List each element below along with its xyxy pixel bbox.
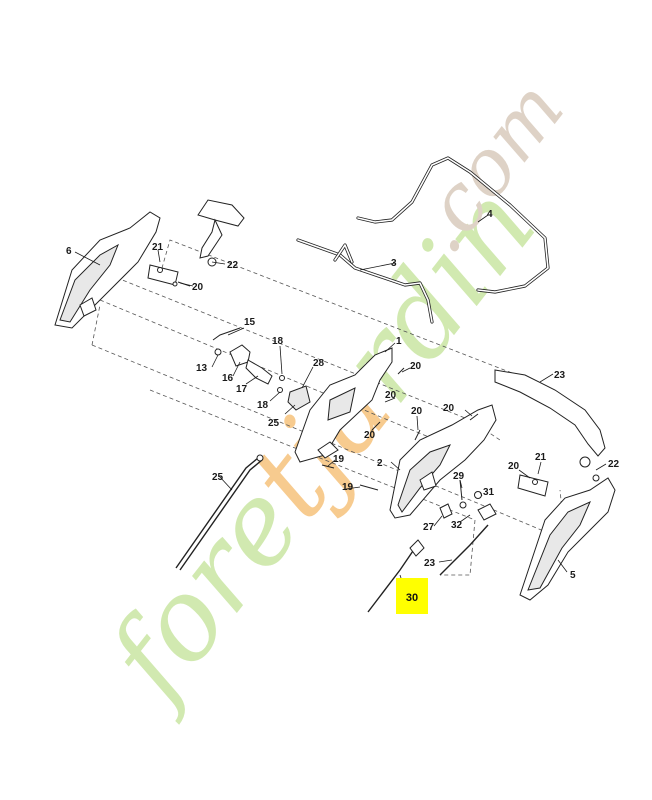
watermark-brand-text: foretjardin — [80, 162, 561, 727]
part-label-21: 21 — [152, 242, 164, 253]
highlight-label: 30 — [406, 592, 418, 604]
part-label-4: 4 — [487, 209, 493, 220]
part-label-23: 23 — [424, 558, 436, 569]
part-labels: 6 21 22 20 3 4 15 13 16 17 18 18 28 25 1… — [66, 209, 620, 581]
part-label-31: 28 — [313, 358, 325, 369]
part-label-22: 22 — [227, 260, 239, 271]
part-21-bracket-left — [147, 264, 179, 287]
cables — [175, 454, 489, 613]
part-label-16: 16 — [222, 373, 234, 384]
part-label-34: 32 — [451, 520, 463, 531]
part-label-18: 18 — [272, 336, 284, 347]
part-label-2: 2 — [377, 458, 383, 469]
part-2-right-handle — [389, 404, 497, 519]
highlight-box — [396, 578, 428, 614]
highlighted-part-30: 30 — [396, 578, 428, 614]
part-21-bracket-right — [517, 474, 549, 497]
part-label-32: 29 — [453, 471, 465, 482]
part-label-20: 20 — [192, 282, 204, 293]
part-label-29: 27 — [423, 522, 435, 533]
part-label-13: 13 — [196, 363, 208, 374]
watermark: foretjardin .com — [80, 65, 582, 727]
part-27-grip — [494, 369, 606, 457]
part-label-1: 1 — [396, 336, 402, 347]
part-label-6: 6 — [66, 246, 72, 257]
part-label-33: 31 — [483, 487, 495, 498]
part-label-28: 25 — [268, 418, 280, 429]
part-label-25: 25 — [212, 472, 224, 483]
part-22-knob-left — [197, 199, 245, 267]
part-label-17: 17 — [236, 384, 248, 395]
part-label-15: 15 — [244, 317, 256, 328]
part-label-3: 3 — [391, 258, 397, 269]
part-label-20: 20 — [411, 406, 423, 417]
part-label-20: 20 — [508, 461, 520, 472]
leader-lines — [74, 214, 607, 591]
part-label-27: 23 — [554, 370, 566, 381]
part-label-19: 19 — [342, 482, 354, 493]
part-label-20: 20 — [364, 430, 376, 441]
part-22-knob-right — [579, 456, 600, 482]
part-label-21: 21 — [535, 452, 547, 463]
part-label-5: 5 — [570, 570, 576, 581]
parts-32-34-hardware — [439, 479, 497, 521]
part-5-lower-handle — [519, 477, 616, 601]
part-label-22: 22 — [608, 459, 620, 470]
part-label-20: 20 — [385, 390, 397, 401]
part-label-20: 20 — [443, 403, 455, 414]
part-3-4-bail-wire — [296, 156, 550, 324]
part-label-19: 19 — [333, 454, 345, 465]
parts-13-18-hardware — [212, 327, 311, 411]
part-6-left-handle — [54, 211, 161, 329]
part-label-18: 18 — [257, 400, 269, 411]
part-1-center-plate — [294, 347, 393, 463]
part-label-20: 20 — [410, 361, 422, 372]
